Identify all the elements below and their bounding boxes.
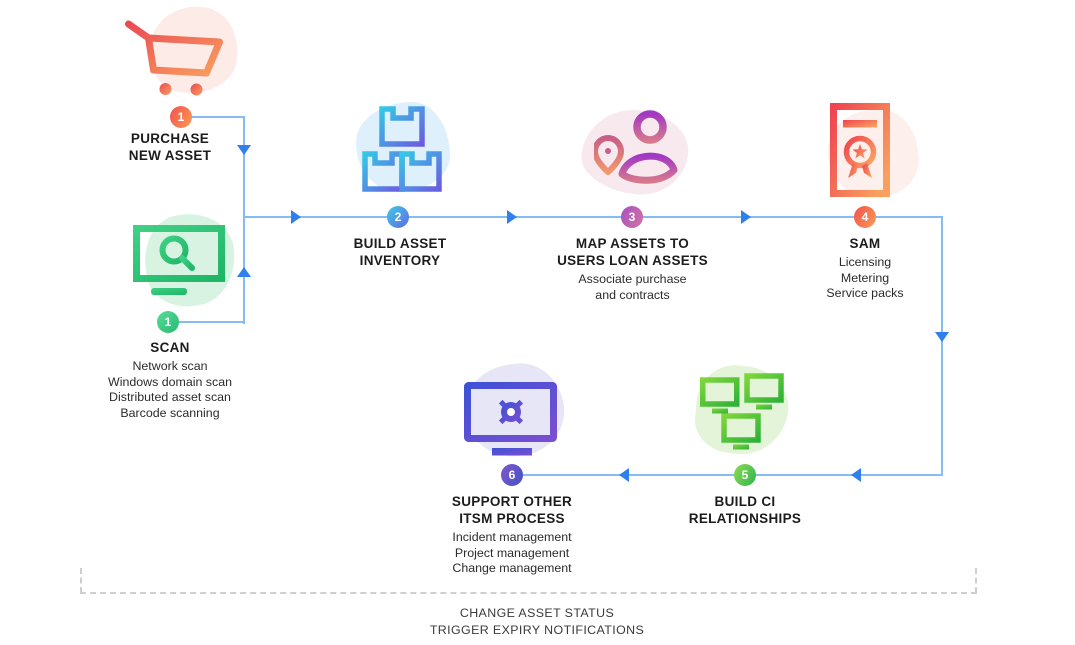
connector-bottom-horizontal <box>523 474 943 476</box>
stacked-boxes-icon <box>362 106 442 192</box>
connector-purchase-to-junction <box>192 116 244 118</box>
footer-line: TRIGGER EXPIRY NOTIFICATIONS <box>429 622 645 637</box>
inventory-icon-group <box>352 100 452 195</box>
step-badge-purchase: 1 <box>170 106 192 128</box>
bracket-left-tick <box>80 568 82 593</box>
step-detail: Barcode scanning <box>120 405 220 420</box>
arrow-up-icon <box>237 267 251 277</box>
step-detail: Network scan <box>132 359 208 373</box>
step-detail: Windows domain scan <box>108 374 232 389</box>
step-detail: Incident management <box>452 530 572 544</box>
step-badge-sam: 4 <box>854 206 876 228</box>
step-detail: Service packs <box>826 286 904 301</box>
itsm-icon-group <box>458 359 568 461</box>
scan-label: SCAN Network scan Windows domain scan Di… <box>70 339 270 421</box>
connector-main-horizontal <box>243 216 943 218</box>
scan-icon-group <box>133 208 241 312</box>
step-title: BUILD CI <box>714 494 776 509</box>
map-assets-icon-group <box>577 104 693 200</box>
network-monitors-icon <box>700 373 784 450</box>
step-detail: and contracts <box>595 287 670 302</box>
step-number: 4 <box>861 210 869 224</box>
ci-icon-group <box>692 362 794 458</box>
step-badge-scan: 1 <box>157 311 179 333</box>
purchase-icon-group <box>122 0 245 101</box>
step-title: ITSM PROCESS <box>459 511 565 526</box>
arrow-right-icon <box>741 210 751 224</box>
step-title: USERS LOAN ASSETS <box>557 253 708 268</box>
connector-left-vertical <box>243 116 245 324</box>
arrow-left-icon <box>851 468 861 482</box>
step-title: MAP ASSETS TO <box>575 236 690 251</box>
purchase-label: PURCHASE NEW ASSET <box>95 130 245 164</box>
step-badge-map-assets: 3 <box>621 206 643 228</box>
step-number: 2 <box>394 210 402 224</box>
step-title: PURCHASE <box>130 131 210 146</box>
step-title: NEW ASSET <box>128 148 212 163</box>
step-title: INVENTORY <box>359 253 441 268</box>
sam-label: SAM Licensing Metering Service packs <box>795 235 935 302</box>
bracket-bottom-line <box>80 592 977 594</box>
inventory-label: BUILD ASSET INVENTORY <box>315 235 485 269</box>
arrow-down-icon <box>237 145 251 155</box>
step-detail: Distributed asset scan <box>109 390 231 405</box>
arrow-left-icon <box>619 468 629 482</box>
map-assets-label: MAP ASSETS TO USERS LOAN ASSETS Associat… <box>525 235 740 303</box>
arrow-right-icon <box>291 210 301 224</box>
step-badge-inventory: 2 <box>387 206 409 228</box>
step-title: RELATIONSHIPS <box>688 511 802 526</box>
step-number: 1 <box>164 315 172 329</box>
bracket-right-tick <box>975 568 977 593</box>
step-detail: Licensing <box>838 255 892 269</box>
connector-scan-to-junction <box>179 321 244 323</box>
step-badge-itsm: 6 <box>501 464 523 486</box>
step-detail: Metering <box>840 270 890 285</box>
step-number: 5 <box>741 468 749 482</box>
step-detail: Associate purchase <box>578 272 687 286</box>
step-title: SUPPORT OTHER <box>451 494 573 509</box>
monitor-gear-icon <box>464 382 557 456</box>
arrow-down-icon <box>935 332 949 342</box>
monitor-search-icon <box>133 225 225 295</box>
step-number: 1 <box>177 110 185 124</box>
footer-line: CHANGE ASSET STATUS <box>459 606 615 620</box>
footer-caption: CHANGE ASSET STATUS TRIGGER EXPIRY NOTIF… <box>337 605 737 638</box>
step-number: 3 <box>628 210 636 224</box>
step-number: 6 <box>508 468 516 482</box>
step-detail: Project management <box>454 545 570 560</box>
itsm-label: SUPPORT OTHER ITSM PROCESS Incident mana… <box>427 493 597 577</box>
step-badge-ci: 5 <box>734 464 756 486</box>
step-detail: Change management <box>452 561 572 576</box>
user-location-pin-icon <box>594 110 678 184</box>
connector-right-vertical <box>941 216 943 476</box>
step-title: SCAN <box>150 340 190 355</box>
shopping-cart-icon <box>125 20 223 96</box>
step-title: BUILD ASSET <box>353 236 447 251</box>
certificate-icon <box>830 103 890 197</box>
step-title: SAM <box>849 236 881 251</box>
ci-label: BUILD CI RELATIONSHIPS <box>660 493 830 527</box>
arrow-right-icon <box>507 210 517 224</box>
sam-icon-group <box>820 100 923 203</box>
